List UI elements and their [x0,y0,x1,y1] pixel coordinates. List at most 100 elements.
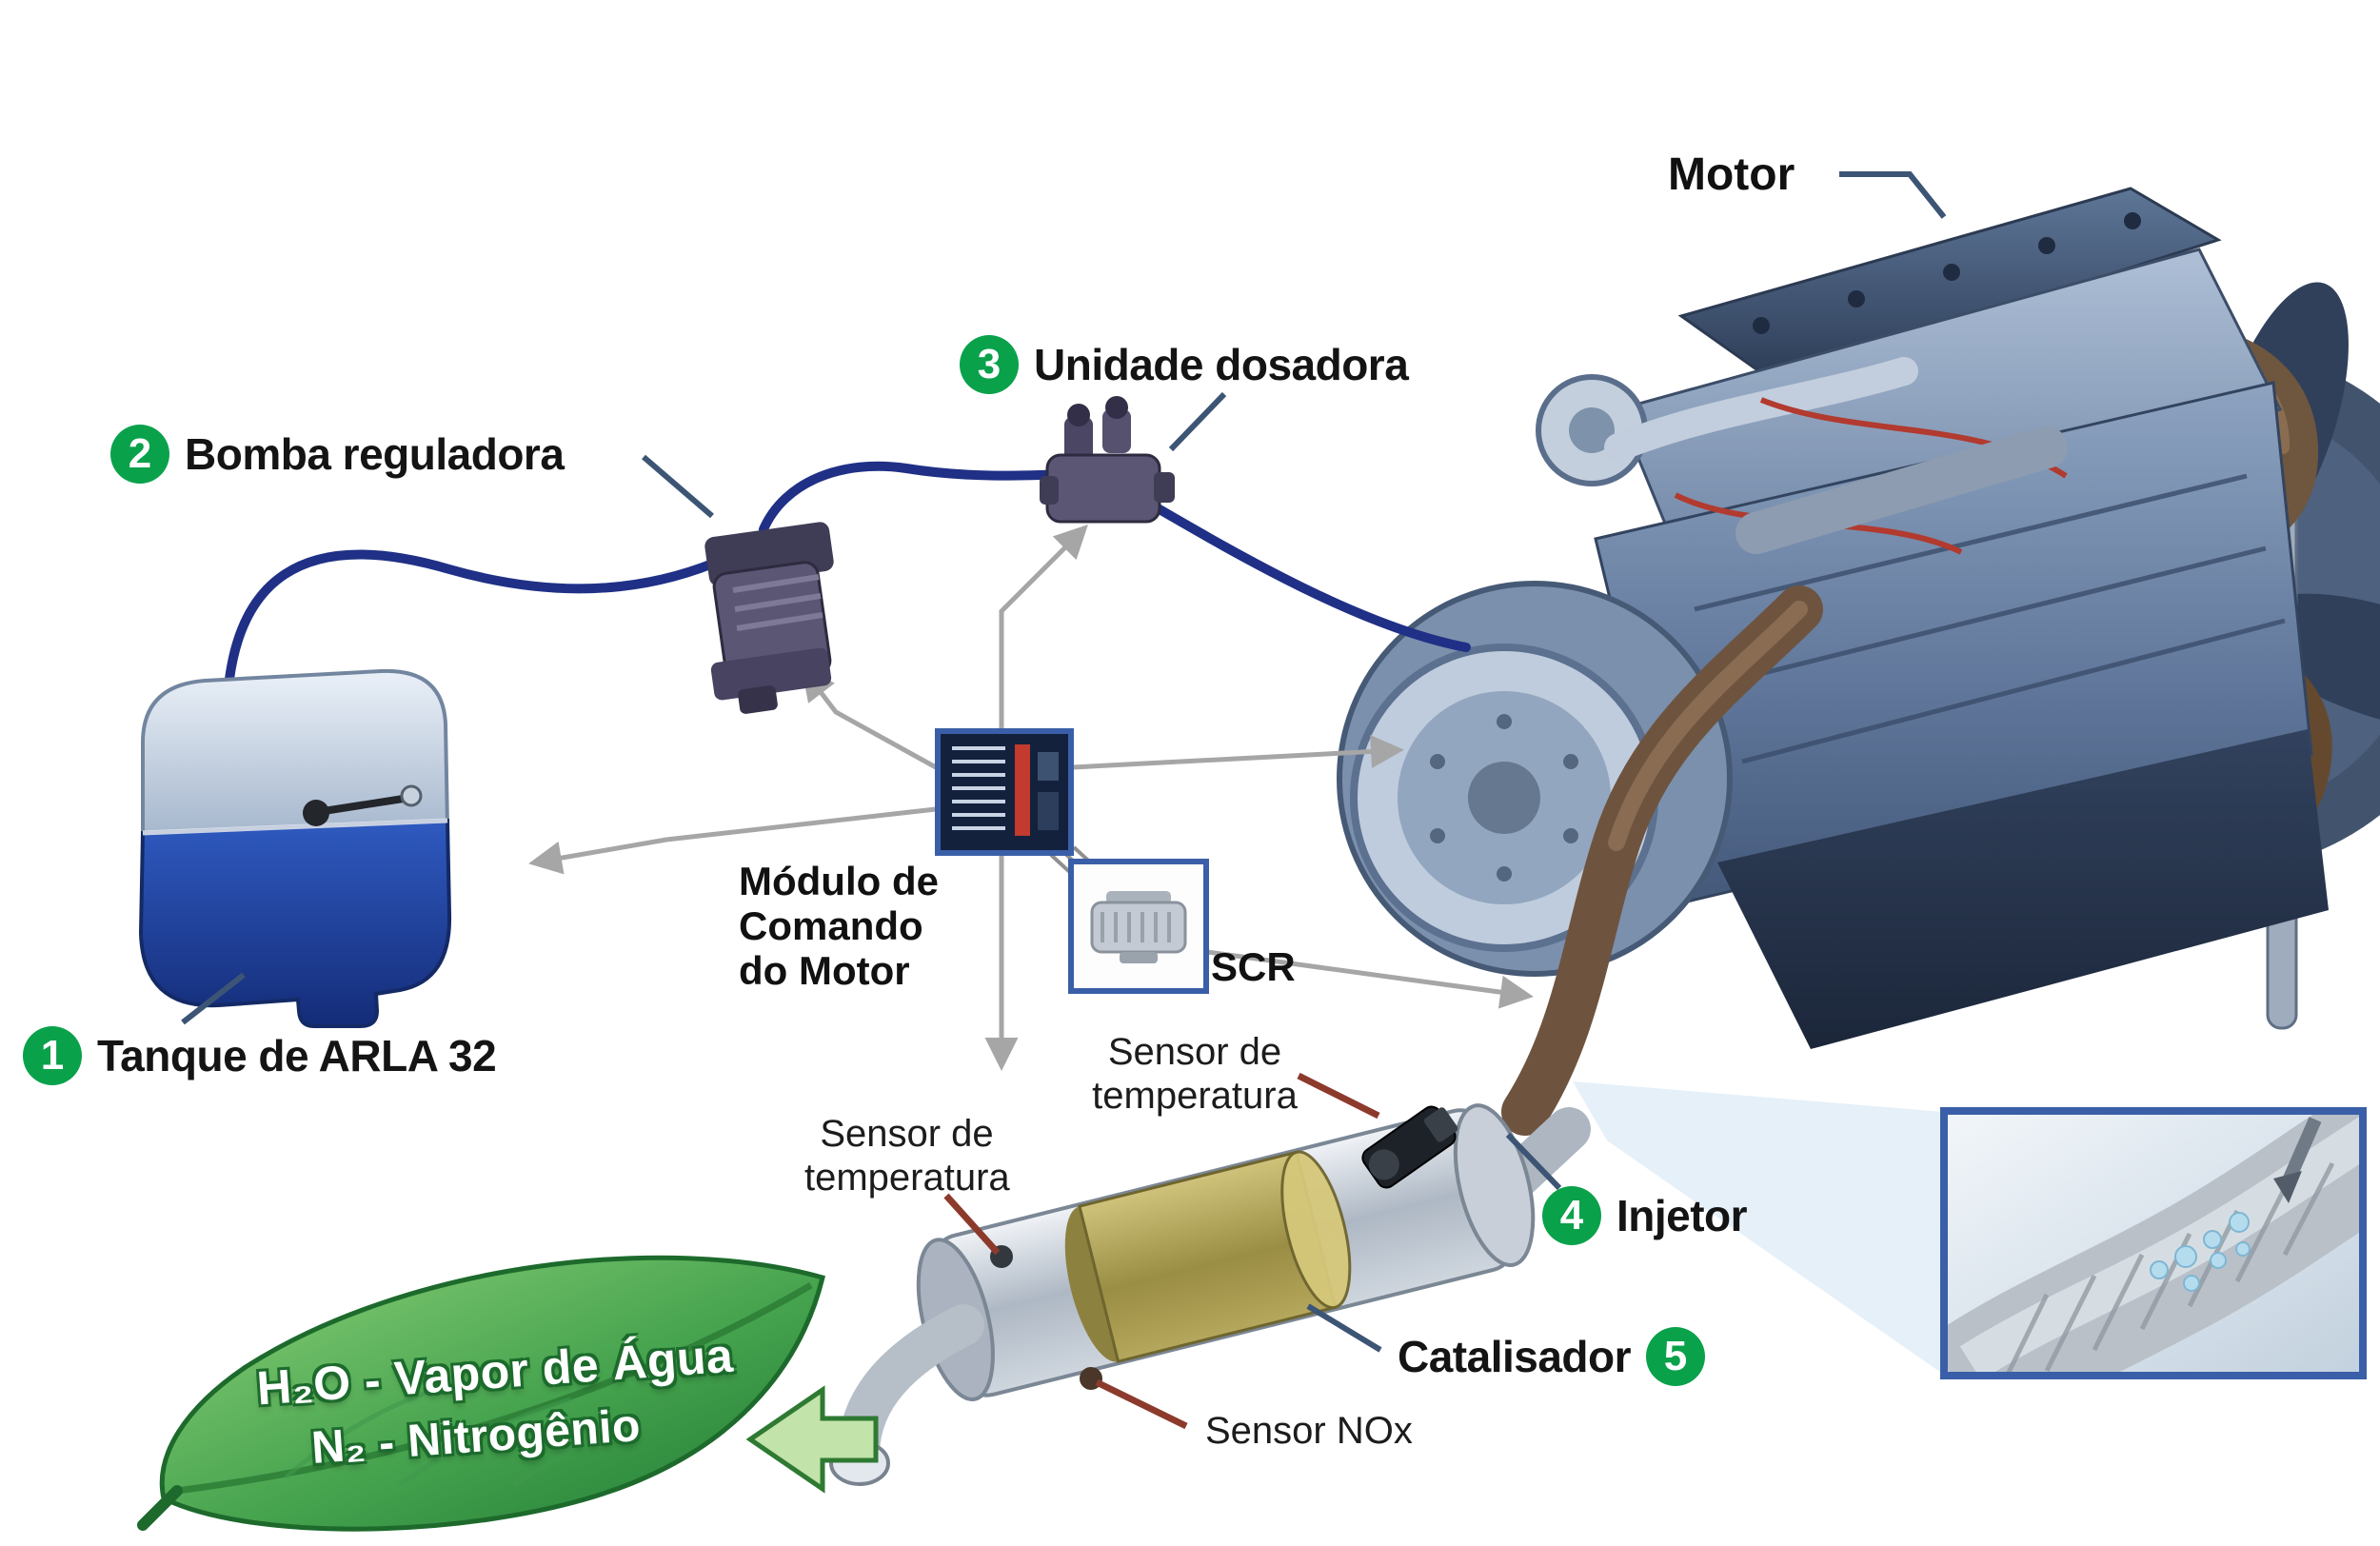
label-unidade-dosadora: 3 Unidade dosadora [960,335,1409,394]
pointer-catalyst [1306,1303,1382,1353]
signal-ecu-to-tank [528,806,937,875]
flywheel-bolts [1430,714,1578,882]
injector-connector [1423,1107,1458,1142]
pointer-tank [181,972,246,1025]
signal-ecu-to-pump [801,666,938,770]
turbo-center [1569,407,1615,453]
intake-pipe [1604,357,1918,462]
step-2-badge: 2 [110,425,169,484]
dosing-valve-cap-1 [1067,404,1090,426]
tank-seam [142,818,448,836]
pointer-injector [1505,1132,1562,1191]
muffler-right-cap [1453,1103,1536,1267]
exhaust-downpipe-highlight [1608,601,1808,851]
pointer-pump [642,454,714,519]
dosing-unit-illustration [1040,396,1175,524]
scr-box [1068,859,1209,994]
tube-pump-to-dosing [759,461,1069,534]
ecu-label-line-1: Módulo de [739,859,939,903]
label-bomba-reguladora: 2 Bomba reguladora [110,425,565,484]
label-tanque-arla: 1 Tanque de ARLA 32 [23,1026,497,1085]
ecu-label-line-3: do Motor [739,948,910,994]
bomba-reguladora-text: Bomba reguladora [185,429,565,479]
step-5-badge: 5 [1646,1327,1706,1386]
ecu-chip-2 [1038,792,1059,830]
scr-connector-icon [1090,891,1187,963]
scr-label: SCR [1211,944,1296,989]
ecu-label-line-2: Comando [739,903,923,949]
exhaust-manifold [1735,426,2068,554]
dosing-port-left [1040,476,1059,505]
injector-illustration [1361,1105,1458,1189]
pointer-lines-maroon [943,1072,1380,1430]
pointer-dosing [1168,391,1227,452]
pump-foot [738,685,778,714]
motor-label: Motor [1668,149,1795,200]
tank-sensor-knob [303,800,329,826]
catalyst-right-cap [1280,1150,1352,1310]
tube-tank-to-pump [222,547,744,730]
inset-pipe-highlight [1959,1117,2359,1372]
signal-scr-to-exhaust [1206,949,1534,1009]
injector-spray-inset [1940,1107,2367,1379]
engine-block-detail [1694,473,2286,764]
ecu-fins [952,746,1005,830]
tank-illustration [138,668,452,1028]
muffler-illustration [916,1103,1536,1401]
temp-sensor-upper-line-1: Sensor de [1107,1031,1282,1073]
injector-nut [1368,1149,1399,1180]
step-1-badge: 1 [23,1026,82,1085]
temp-sensor-lower-line-2: temperatura [804,1157,1010,1199]
pointer-motor [1839,171,1947,219]
dosing-body [1045,453,1161,524]
ecu-module-icon [935,728,1074,856]
dosing-valve-2 [1102,409,1131,453]
leaf-stem [137,1485,183,1531]
signal-ecu-to-engine [1072,735,1404,770]
engine-valve-cover [1677,187,2222,383]
unidade-dosadora-text: Unidade dosadora [1034,340,1409,389]
temp-sensor-upper-line-2: temperatura [1092,1075,1298,1117]
tank-cap [400,784,423,807]
tank-lower-body [138,818,452,1028]
injetor-text: Injetor [1616,1191,1748,1240]
engine-oil-pan [1717,729,2329,1049]
tank-upper-body [141,668,450,841]
engine-illustration [1337,187,2380,1136]
dosing-valve-cap-2 [1105,396,1128,419]
engine-bolts [1753,212,2141,334]
flywheel-hub [1468,762,1540,834]
dosing-port-right [1154,472,1175,503]
inset-pipe-ribs [2006,1161,2335,1372]
dosing-valve-1 [1064,417,1093,461]
pointer-temp-lower [943,1193,1001,1256]
temp-sensor-upper-label: Sensor de temperatura [1085,1030,1304,1118]
arla-tubes [222,461,1471,730]
catalisador-text: Catalisador [1398,1332,1632,1381]
tank-level-sensor [323,794,410,815]
leaf-veins [284,1383,684,1488]
ecu-red-element [1015,744,1030,836]
nox-sensor-label: Sensor NOx [1205,1410,1413,1452]
pump-base [710,647,832,701]
label-catalisador: Catalisador 5 [1398,1327,1706,1386]
inset-injector-stem [2282,1117,2322,1183]
leaf-illustration [137,1255,826,1532]
inset-spray-droplets [2150,1212,2251,1292]
tube-dosing-to-injector [1130,490,1471,652]
pointer-nox [1095,1378,1188,1430]
temp-sensor-lower-line-1: Sensor de [820,1113,994,1155]
inset-injector-tip [2273,1171,2302,1203]
signal-lines [528,525,1534,1071]
pump-ribs [732,574,823,631]
pointer-lines-slate [181,171,1947,1353]
clean-exhaust-arrow-icon [745,1385,879,1494]
pump-illustration [704,522,834,714]
pointer-temp-upper [1297,1072,1380,1120]
step-4-badge: 4 [1542,1186,1601,1245]
ecu-chip-1 [1038,752,1059,781]
callout-beam [1573,1081,1944,1375]
label-injetor: 4 Injetor [1542,1186,1748,1245]
